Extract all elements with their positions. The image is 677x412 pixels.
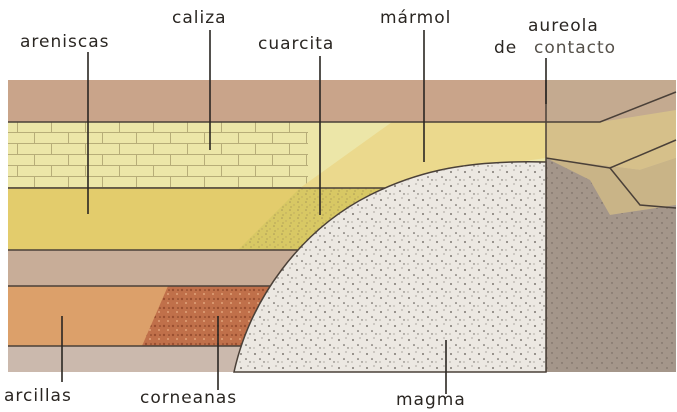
label-magma: magma: [396, 392, 466, 409]
label-corneanas: corneanas: [140, 390, 237, 407]
aureola-block: [546, 80, 676, 372]
label-marmol: mármol: [380, 10, 451, 27]
label-caliza: caliza: [172, 10, 227, 27]
label-aureola: aureola: [528, 18, 599, 35]
label-de: de: [494, 40, 517, 57]
label-cuarcita: cuarcita: [258, 36, 334, 53]
label-areniscas: areniscas: [20, 34, 109, 51]
label-arcillas: arcillas: [4, 388, 72, 405]
label-contacto: contacto: [534, 40, 616, 57]
